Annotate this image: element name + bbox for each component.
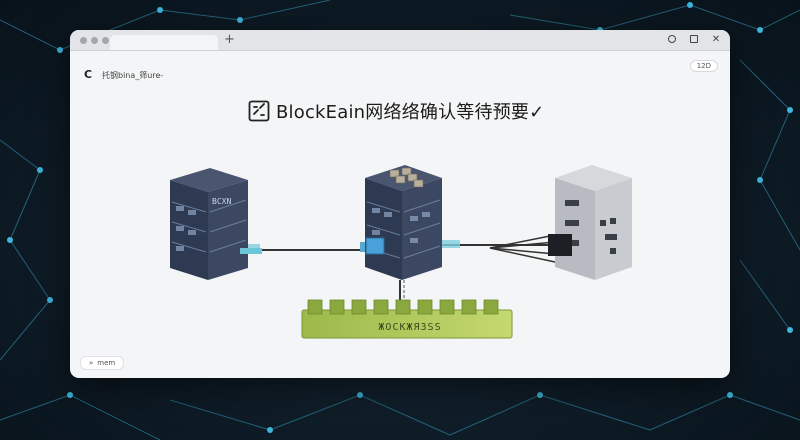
top-badge[interactable]: 12D (689, 60, 718, 72)
arrow-icon: » (89, 359, 94, 367)
window-dot[interactable] (80, 37, 87, 44)
window-dot[interactable] (91, 37, 98, 44)
status-label: mem (97, 359, 116, 367)
minimize-icon[interactable] (666, 32, 678, 46)
new-tab-button[interactable]: + (224, 32, 235, 47)
page-header: BlockEain网络络确认等待预要✓ (248, 98, 544, 124)
maximize-icon[interactable] (688, 32, 700, 46)
left-node[interactable]: BCXN (170, 168, 262, 280)
page-title: BlockEain网络络确认等待预要✓ (276, 102, 545, 123)
window-controls: ✕ (666, 32, 722, 46)
title-bar: + ✕ (70, 30, 730, 51)
left-node-label: BCXN (212, 197, 231, 206)
pending-block-label: ЖOCKЖЯЗSS (378, 322, 441, 333)
right-node[interactable] (548, 165, 632, 280)
app-logo-icon: C (84, 68, 93, 81)
app-title: 托钢bina_筛ure- (102, 71, 164, 80)
close-icon[interactable]: ✕ (711, 33, 721, 45)
status-badge[interactable]: » mem (80, 356, 125, 370)
window-dots (80, 37, 109, 44)
pending-block[interactable]: ЖOCKЖЯЗSS (301, 299, 513, 339)
window-dot[interactable] (102, 37, 109, 44)
browser-tab[interactable] (110, 35, 218, 50)
browser-window: + ✕ C 托钢bina_筛ure- 12D BlockEain网络络确认等待预… (70, 30, 730, 378)
block-link-icon (248, 100, 270, 122)
center-node[interactable] (365, 165, 442, 280)
blockchain-diagram: BCXN (170, 165, 632, 339)
